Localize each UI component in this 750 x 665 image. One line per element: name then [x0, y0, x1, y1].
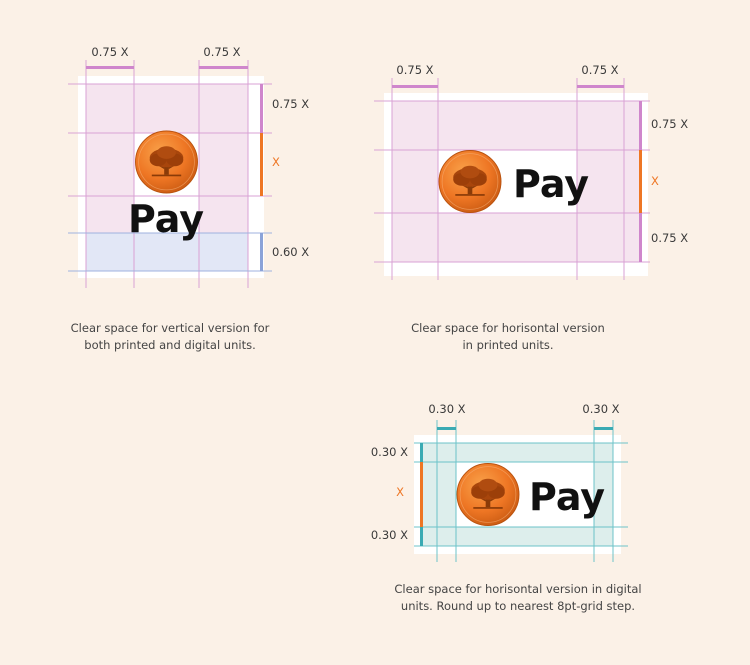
- horizontal-print-version: Pay 0.75 X 0.75 X 0.75 X X 0.75 X: [374, 63, 688, 280]
- clear-space-area-blue: [86, 233, 248, 271]
- caption-horizontal-digital-line2: units. Round up to nearest 8pt-grid step…: [400, 599, 636, 613]
- label-right: 0.75 X: [581, 63, 618, 77]
- caption-vertical-line1: Clear space for vertical version for: [70, 321, 270, 335]
- label-bottom: 0.60 X: [272, 245, 309, 259]
- label-top: 0.75 X: [651, 117, 688, 131]
- measure-bar-right: [199, 66, 248, 69]
- measure-bar-left: [86, 66, 134, 69]
- measure-bar-bottom: [639, 213, 642, 262]
- pay-wordmark: Pay: [513, 162, 589, 206]
- label-top: 0.30 X: [371, 445, 408, 459]
- coin-logo: [438, 150, 502, 213]
- caption-vertical: Clear space for vertical version for bot…: [40, 320, 300, 354]
- label-left: 0.75 X: [396, 63, 433, 77]
- caption-horizontal-digital-line1: Clear space for horisontal version in di…: [394, 582, 642, 596]
- measure-bar-right: [577, 85, 624, 88]
- label-right: 0.75 X: [203, 45, 240, 59]
- measure-bar-top: [639, 101, 642, 150]
- coin-logo: [135, 130, 198, 194]
- coin-logo: [456, 463, 520, 526]
- measure-bar-bottom: [420, 527, 423, 546]
- caption-horizontal-print-line2: in printed units.: [462, 338, 554, 352]
- pay-wordmark: Pay: [128, 197, 204, 241]
- caption-vertical-line2: both printed and digital units.: [84, 338, 256, 352]
- label-bottom: 0.75 X: [651, 231, 688, 245]
- vertical-version: Pay 0.75 X 0.75 X 0.75 X X 0.60 X: [68, 45, 309, 288]
- caption-horizontal-digital: Clear space for horisontal version in di…: [368, 581, 668, 615]
- measure-bar-left: [392, 85, 438, 88]
- measure-bar-x: [260, 133, 263, 196]
- horizontal-digital-version: Pay 0.30 X 0.30 X 0.30 X X 0.30 X: [371, 402, 628, 562]
- measure-bar-x: [420, 462, 423, 527]
- label-bottom: 0.30 X: [371, 528, 408, 542]
- label-x: X: [272, 155, 280, 169]
- measure-bar-top: [260, 84, 263, 133]
- guide-lines: [374, 78, 650, 280]
- pay-wordmark: Pay: [529, 475, 605, 519]
- guide-lines: [414, 420, 628, 562]
- label-left: 0.75 X: [91, 45, 128, 59]
- measure-bar-right: [594, 427, 613, 430]
- label-top: 0.75 X: [272, 97, 309, 111]
- guide-lines-blue: [68, 232, 272, 272]
- measure-bar-bottom: [260, 233, 263, 271]
- label-x: X: [396, 485, 404, 499]
- caption-horizontal-print-line1: Clear space for horisontal version: [411, 321, 605, 335]
- measure-bar-top: [420, 443, 423, 462]
- caption-horizontal-print: Clear space for horisontal version in pr…: [378, 320, 638, 354]
- measure-bar-x: [639, 150, 642, 213]
- label-x: X: [651, 174, 659, 188]
- label-left: 0.30 X: [428, 402, 465, 416]
- measure-bar-left: [437, 427, 456, 430]
- label-right: 0.30 X: [582, 402, 619, 416]
